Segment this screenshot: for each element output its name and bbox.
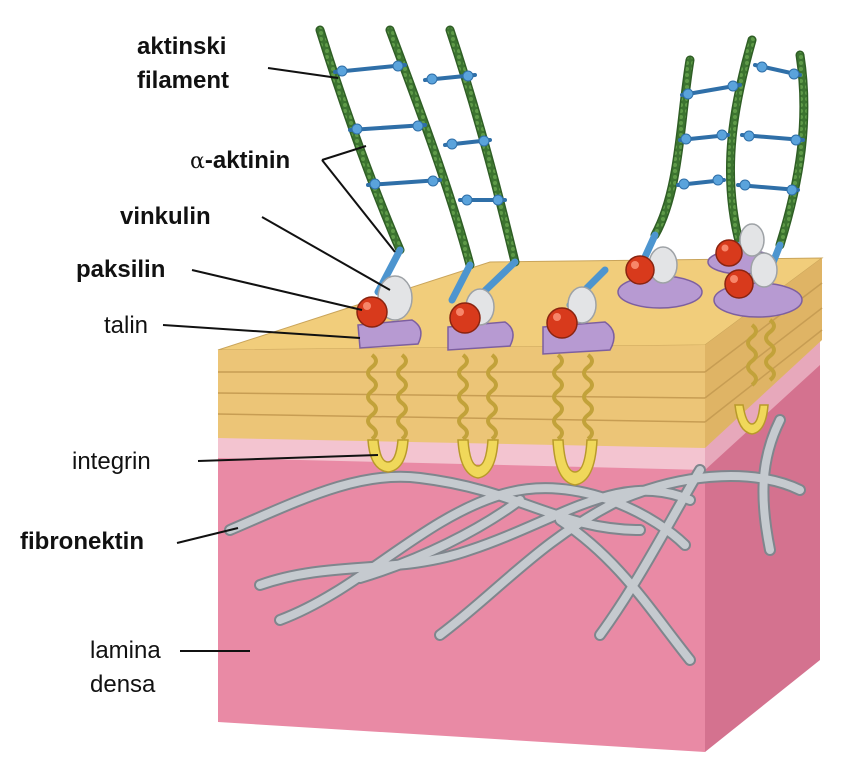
label-talin: talin <box>104 311 148 341</box>
label-aktinin: -aktinin <box>205 147 290 174</box>
alpha-symbol: α <box>190 149 205 174</box>
label-paksilin: paksilin <box>76 255 165 285</box>
label-filament: filament <box>137 66 229 96</box>
label-aktinski: aktinski <box>137 32 226 62</box>
label-alpha-aktinin: α-aktinin <box>190 146 290 177</box>
label-lamina: lamina <box>90 636 161 666</box>
label-densa: densa <box>90 670 155 700</box>
label-fibronektin: fibronektin <box>20 527 144 557</box>
label-vinkulin: vinkulin <box>120 202 211 232</box>
label-integrin: integrin <box>72 447 151 477</box>
